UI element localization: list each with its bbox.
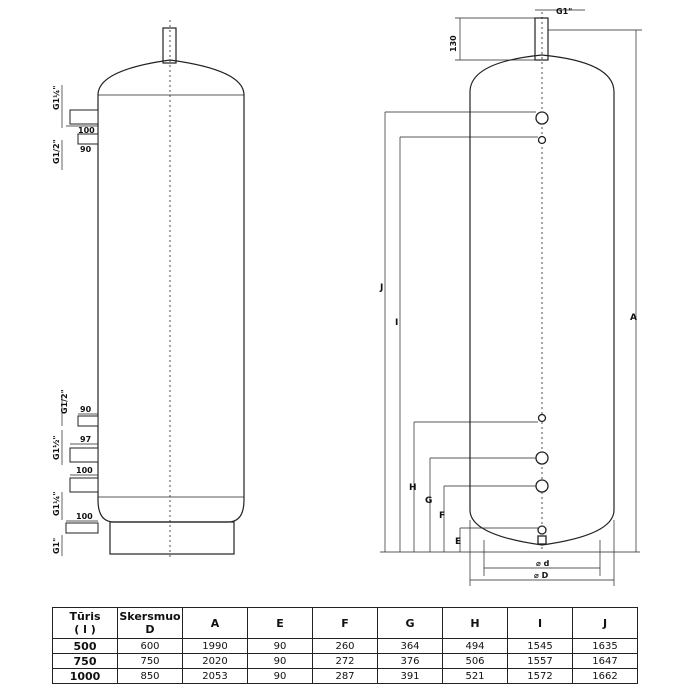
dim-letter-g: G (425, 496, 432, 506)
table-cell: 506 (442, 653, 508, 669)
right-bottom-pipe (537, 535, 547, 545)
table-cell: 521 (442, 668, 508, 684)
table-cell: 272 (312, 653, 378, 669)
table-header-cell: J (572, 607, 638, 639)
right-tank-view (469, 12, 615, 552)
table-cell: 364 (377, 638, 443, 654)
left-tank-body (97, 59, 245, 523)
diameter-large-label: ⌀ D (534, 571, 549, 580)
tank-drawing: G1¼" G1/2" G1/2" G1½" G1¼" G1" 100 90 90… (51, 7, 642, 586)
left-pipe-3 (77, 415, 99, 427)
right-connection-1 (535, 111, 549, 125)
dim-letter-h: H (409, 483, 417, 493)
table-cell: 850 (117, 668, 183, 684)
right-tank-body (469, 54, 615, 546)
table-row: 500 600 1990 90 260 364 494 1545 1635 (52, 638, 638, 654)
right-connection-5 (535, 479, 549, 493)
table-cell: 90 (247, 668, 313, 684)
table-row: 750 750 2020 90 272 376 506 1557 1647 (52, 653, 638, 669)
table-cell: 1000 (52, 668, 118, 684)
table-cell: 391 (377, 668, 443, 684)
table-header-cell: I (507, 607, 573, 639)
table-cell: 1662 (572, 668, 638, 684)
dim-letter-f: F (439, 511, 445, 521)
right-top-height-label: 130 (449, 35, 458, 52)
dim-letter-e: E (455, 537, 461, 547)
table-header-cell: E (247, 607, 313, 639)
table-header-cell: A (182, 607, 248, 639)
table-cell: 1545 (507, 638, 573, 654)
left-pipe-2 (77, 133, 99, 145)
table-cell: 500 (52, 638, 118, 654)
table-header-cell: F (312, 607, 378, 639)
left-dim-label-2: 90 (80, 145, 92, 154)
table-cell: 1557 (507, 653, 573, 669)
table-header-cell: H (442, 607, 508, 639)
left-pipe-label-3: G1/2" (60, 389, 69, 414)
left-dim-label-5: 100 (76, 466, 93, 475)
left-dim-label-3: 90 (80, 405, 92, 414)
left-pipe-label-4: G1½" (51, 435, 61, 460)
left-pipe-label-2: G1/2" (52, 139, 61, 164)
right-top-pipe (534, 17, 549, 61)
table-cell: 90 (247, 653, 313, 669)
table-row: 1000 850 2053 90 287 391 521 1572 1662 (52, 668, 638, 684)
left-tank-base (109, 521, 235, 555)
right-top-pipe-label: G1" (556, 7, 572, 16)
left-pipe-label-6: G1" (52, 538, 61, 554)
dim-letter-a: A (630, 313, 637, 323)
table-cell: 750 (52, 653, 118, 669)
table-cell: 376 (377, 653, 443, 669)
table-cell: 287 (312, 668, 378, 684)
table-cell: 1572 (507, 668, 573, 684)
table-cell: 2053 (182, 668, 248, 684)
table-cell: 1647 (572, 653, 638, 669)
left-dim-label-6: 100 (76, 512, 93, 521)
left-pipe-1 (69, 109, 99, 125)
table-cell: 750 (117, 653, 183, 669)
table-cell: 1635 (572, 638, 638, 654)
table-header-cell: Tūris( l ) (52, 607, 118, 639)
left-pipe-5 (69, 477, 99, 493)
right-connection-6 (537, 525, 547, 535)
left-dim-label-1: 100 (78, 126, 95, 135)
table-cell: 1990 (182, 638, 248, 654)
table-cell: 600 (117, 638, 183, 654)
right-connection-4 (535, 451, 549, 465)
table-header-cell: G (377, 607, 443, 639)
left-dim-label-4: 97 (80, 435, 91, 444)
table-cell: 260 (312, 638, 378, 654)
table-cell: 90 (247, 638, 313, 654)
left-pipe-4 (69, 447, 99, 463)
left-pipe-label-1: G1¼" (51, 85, 61, 110)
left-pipe-6 (65, 522, 99, 534)
dim-letter-j: J (379, 283, 383, 293)
table-cell: 494 (442, 638, 508, 654)
left-top-pipe (162, 27, 177, 64)
diameter-small-label: ⌀ d (536, 559, 550, 568)
left-tank-view (97, 20, 245, 560)
left-pipe-label-5: G1¼" (51, 491, 61, 516)
right-connection-3 (537, 413, 547, 423)
right-connection-2 (537, 135, 547, 145)
table-cell: 2020 (182, 653, 248, 669)
dim-letter-i: I (395, 318, 398, 328)
